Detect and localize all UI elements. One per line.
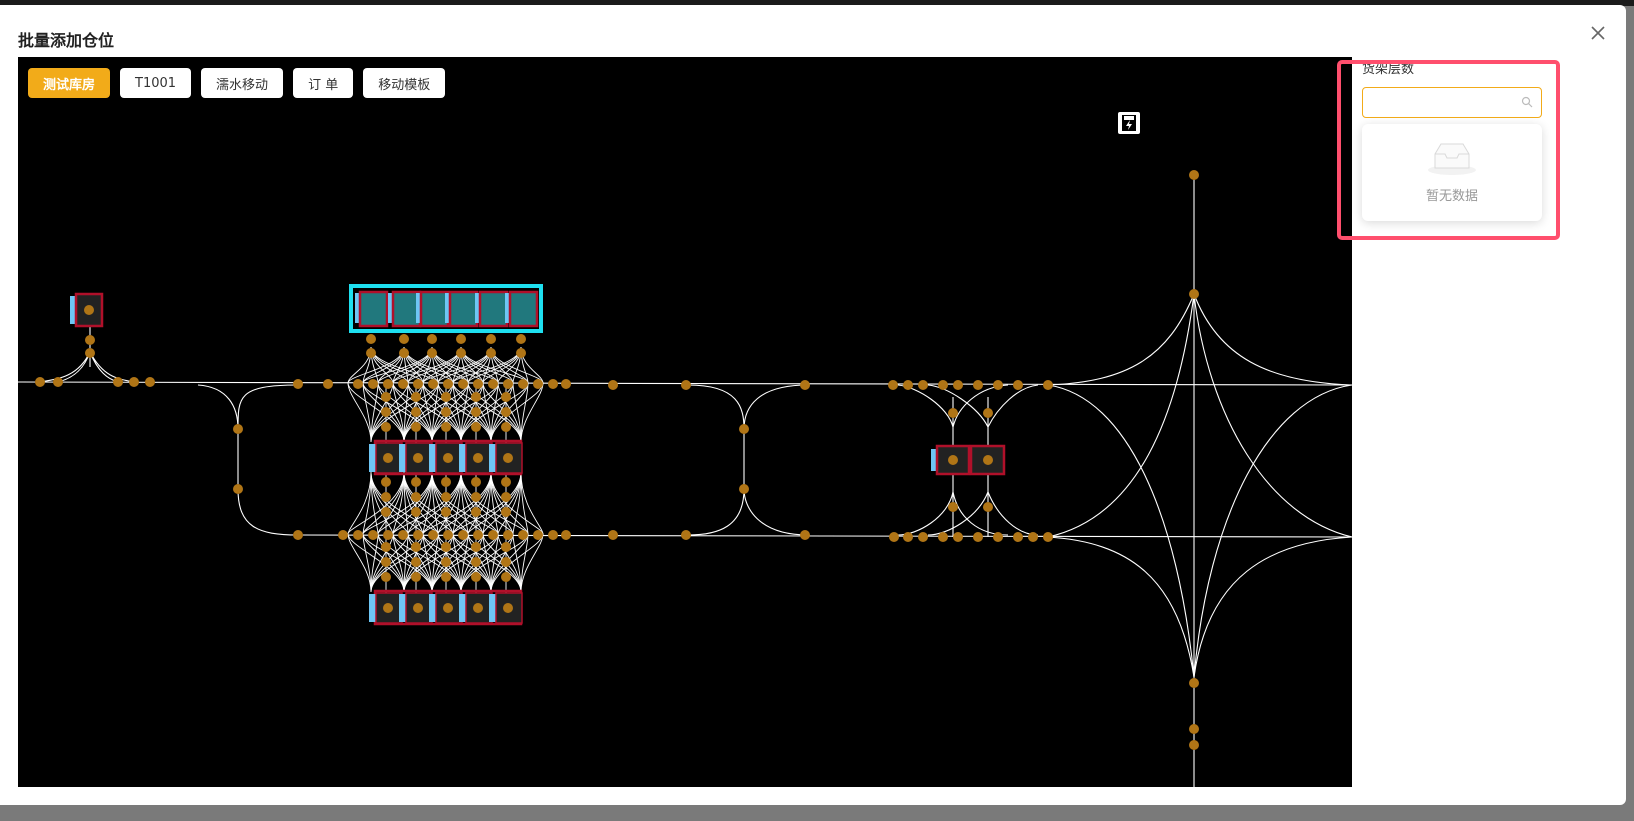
warehouse-tabs: 测试库房 T1001 濡水移动 订 单 移动模板 <box>28 68 446 98</box>
dialog-title: 批量添加仓位 <box>18 31 115 50</box>
shelf-slot <box>391 290 422 328</box>
tab-move-template[interactable]: 移动模板 <box>363 68 446 98</box>
shelf-slot <box>448 290 479 328</box>
tab-t1001[interactable]: T1001 <box>120 68 192 98</box>
shelf-slot <box>508 290 539 328</box>
warehouse-map-canvas[interactable]: 测试库房 T1001 濡水移动 订 单 移动模板 <box>18 57 1352 787</box>
tab-water-move[interactable]: 濡水移动 <box>201 68 284 98</box>
shelf-level-label: 货架层数 <box>1362 62 1415 77</box>
annotation-highlight-box <box>1337 60 1560 240</box>
close-icon[interactable] <box>1588 23 1608 43</box>
map-graph <box>18 112 1352 787</box>
empty-text: 暂无数据 <box>1425 189 1478 204</box>
shelf-level-select[interactable] <box>1362 87 1542 118</box>
shelf-level-input[interactable] <box>1371 88 1515 117</box>
shelf-slot <box>358 290 389 328</box>
tab-order[interactable]: 订 单 <box>293 68 354 98</box>
shelf-slot <box>419 290 450 328</box>
tab-test-warehouse[interactable]: 测试库房 <box>28 68 111 98</box>
empty-inbox-icon <box>1428 143 1476 175</box>
charger-icon <box>1118 112 1140 134</box>
slot-marker <box>70 296 78 324</box>
selected-shelf-group <box>349 284 543 333</box>
shelf-slot <box>495 442 523 474</box>
shelf-slot <box>478 290 509 328</box>
search-icon <box>1521 96 1533 108</box>
backdrop-top <box>0 0 1634 6</box>
select-dropdown: 暂无数据 <box>1362 124 1542 221</box>
